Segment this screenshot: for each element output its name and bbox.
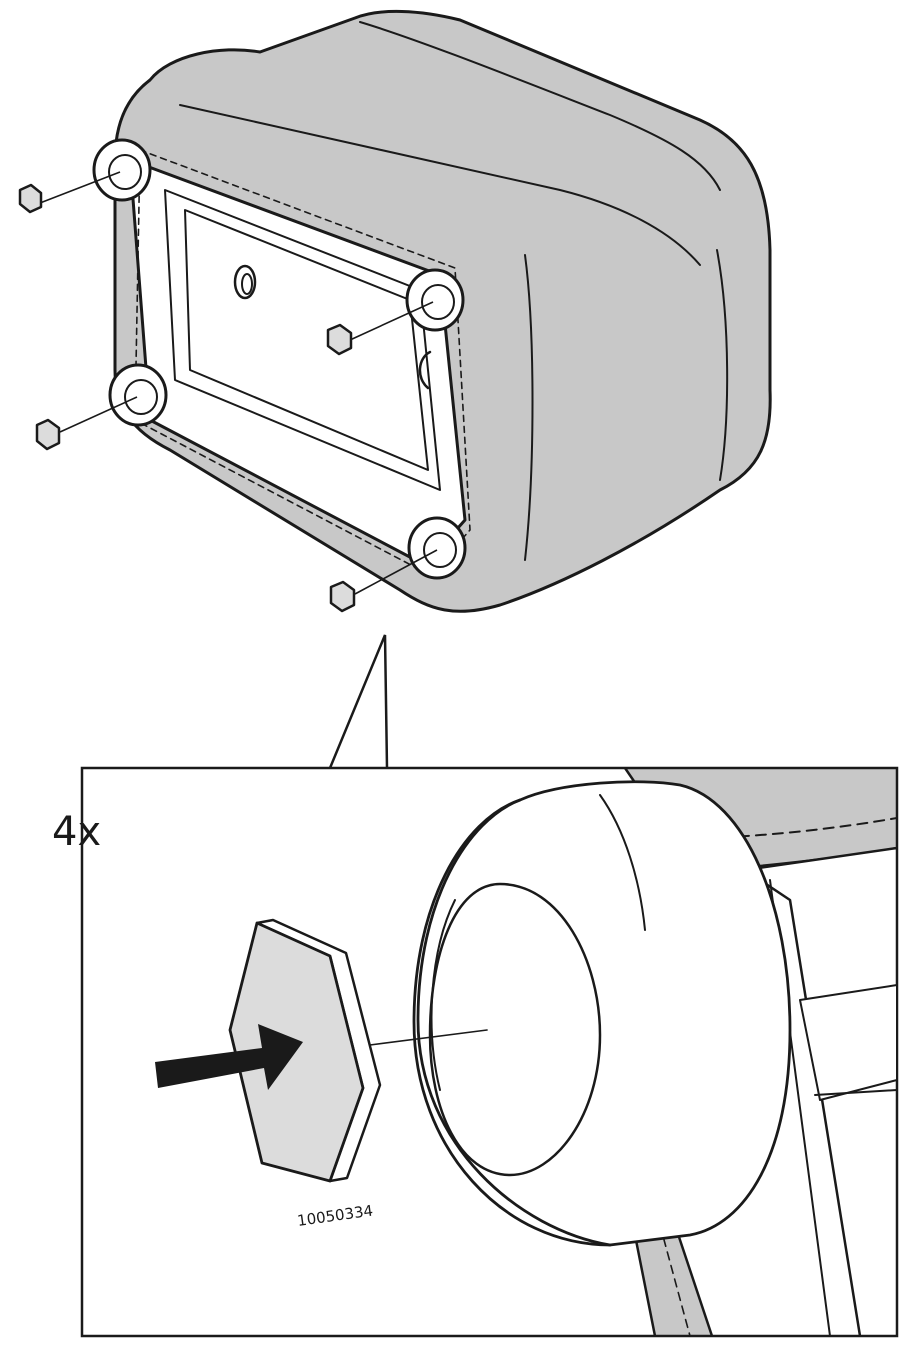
detail-foot-inner-shadow [430, 899, 456, 1091]
push-arrow-icon [155, 1024, 303, 1090]
detail-hex-pad-face [228, 921, 365, 1183]
base-hole-right [418, 350, 432, 390]
hex-pad-icon [18, 183, 43, 214]
foot-top-left [92, 138, 152, 202]
top-seam [179, 104, 701, 266]
top-edge-curve [359, 21, 721, 191]
side-crease [716, 249, 729, 481]
guide-line [59, 396, 138, 433]
foot-top-right [405, 268, 465, 332]
guide-line [39, 171, 121, 204]
detail-guide-line [369, 1029, 488, 1046]
ottoman-underside [92, 9, 772, 613]
hex-pads-small [18, 171, 438, 613]
callout-pointer [328, 634, 389, 769]
detail-foot-back-edge [599, 794, 646, 931]
detail-leg-stitch [659, 1224, 691, 1336]
foot-bottom-right [407, 516, 467, 580]
detail-foot-face-edge [412, 798, 612, 1247]
side-edge [524, 254, 534, 561]
hex-pad-icon [326, 323, 353, 356]
detail-foot-inner-ring [428, 882, 602, 1177]
detail-panel [80, 766, 899, 1338]
hex-pad-icon [35, 418, 61, 451]
quantity-label: 4x [52, 809, 101, 855]
guide-line [349, 301, 434, 341]
guide-line [354, 549, 438, 595]
foot-bottom-left [108, 363, 168, 427]
detail-frame-rail [799, 984, 897, 1101]
detail-frame-rail-edge [814, 1089, 897, 1096]
hex-pad-icon [329, 580, 356, 613]
base-hole-left-inner [241, 273, 253, 295]
